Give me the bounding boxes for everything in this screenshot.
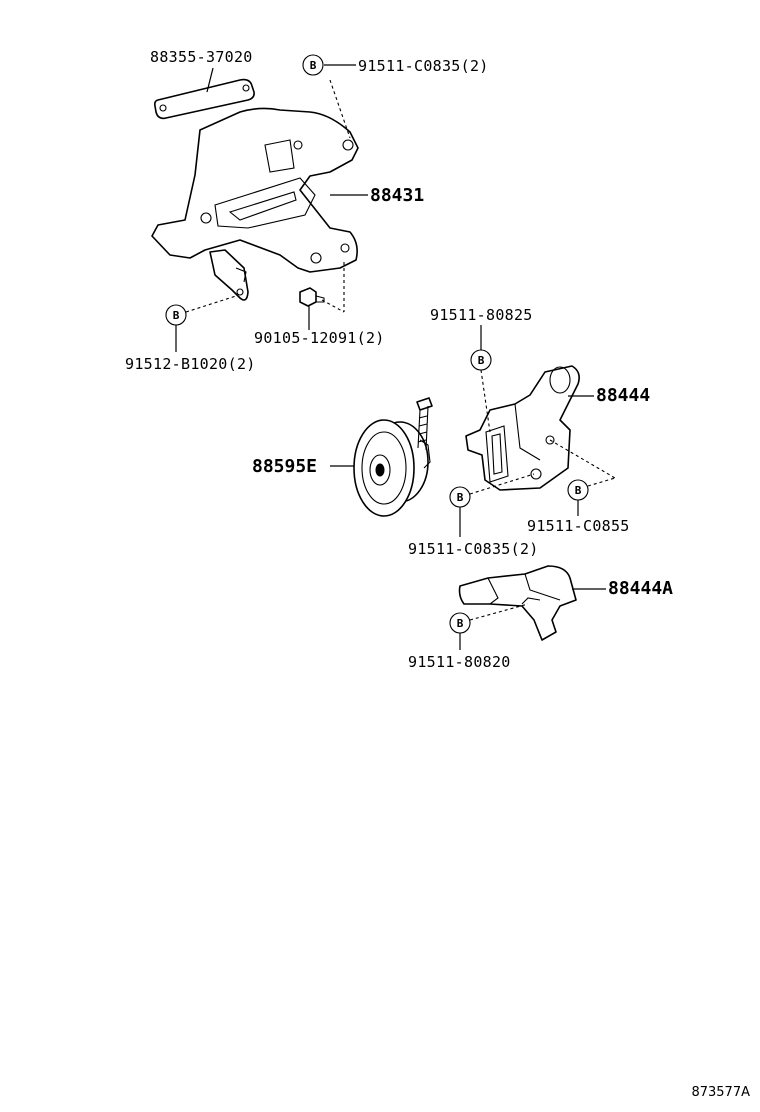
label-left-bolt: 91512-B1020(2) <box>125 355 256 373</box>
dashed-line-80820 <box>469 603 529 621</box>
label-pulley: 88595E <box>252 456 317 477</box>
dashed-line-c0855-b <box>587 477 616 487</box>
dashed-line-left <box>185 295 237 313</box>
main-bracket-part <box>151 107 359 301</box>
dashed-line-nut-2 <box>321 299 345 313</box>
label-88431: 88431 <box>370 185 424 206</box>
label-88444: 88444 <box>596 385 650 406</box>
callout-letter: B <box>478 354 485 367</box>
leader-88355 <box>206 67 214 93</box>
callout-b-80825: B <box>470 349 492 371</box>
label-80820: 91511-80820 <box>408 653 511 671</box>
callout-b-left: B <box>165 304 187 326</box>
label-mid-bolt: 91511-C0835(2) <box>408 540 539 558</box>
callout-letter: B <box>457 491 464 504</box>
dashed-line-c0855 <box>549 439 616 479</box>
bracket-88444a-part <box>458 565 577 641</box>
dashed-line-80825 <box>480 369 491 433</box>
label-88355: 88355-37020 <box>150 48 253 66</box>
dashed-line-mid <box>469 473 535 495</box>
callout-b-top: B <box>302 54 324 76</box>
callout-letter: B <box>575 484 582 497</box>
callout-b-80820: B <box>449 612 471 634</box>
reference-code: 873577A <box>691 1085 750 1100</box>
link-rod-part <box>154 78 255 120</box>
dashed-line-top <box>329 79 351 139</box>
callout-b-mid: B <box>449 486 471 508</box>
nut-part <box>299 287 325 307</box>
callout-letter: B <box>310 59 317 72</box>
callout-letter: B <box>457 617 464 630</box>
pulley-part <box>353 397 433 517</box>
label-80825: 91511-80825 <box>430 306 533 324</box>
callout-letter: B <box>173 309 180 322</box>
idler-bracket-part <box>465 365 580 491</box>
label-top-bolt: 91511-C0835(2) <box>358 57 489 75</box>
callout-b-c0855: B <box>567 479 589 501</box>
label-88444a: 88444A <box>608 578 673 599</box>
label-nut: 90105-12091(2) <box>254 329 385 347</box>
label-c0855: 91511-C0855 <box>527 517 630 535</box>
